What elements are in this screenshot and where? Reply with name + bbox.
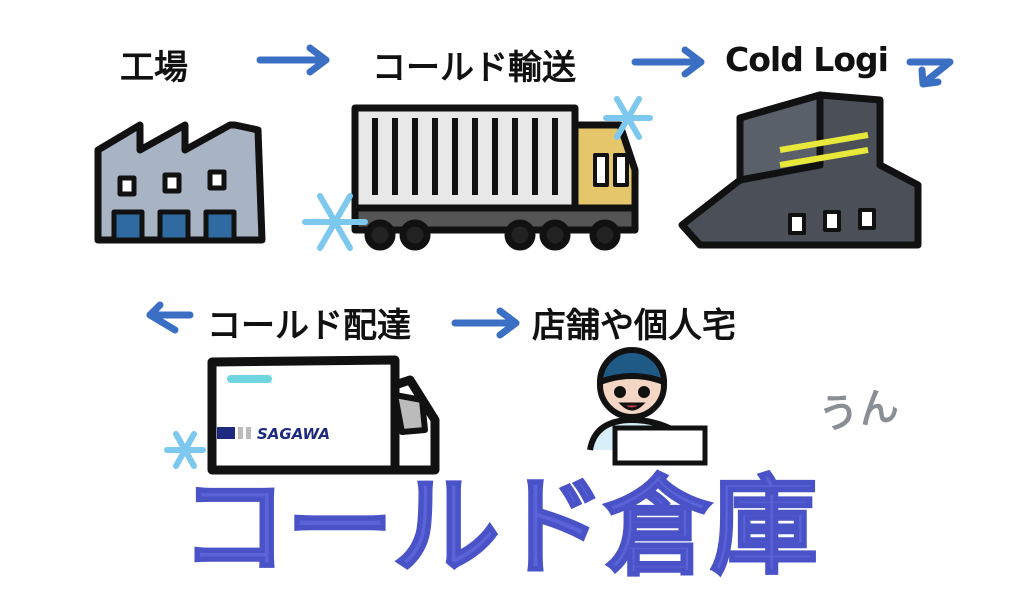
step-factory-label: 工場 [120,48,188,88]
snowflake-icon [164,431,206,469]
arrow-icon [451,307,520,339]
arrow-icon [631,46,705,78]
snowflake-icon [603,96,653,140]
factory-icon [94,121,266,244]
arrow-icon [256,44,330,76]
main-title: コールド倉庫 [179,464,819,591]
step-cold-transport-label: コールド輸送 [372,48,576,88]
truck-brand: SAGAWA [257,425,330,443]
step-cold-logi-label: Cold Logi [725,40,889,79]
step-cold-delivery-label: コールド配達 [207,306,411,346]
snowflake-icon [302,193,368,251]
person-icon [587,347,708,466]
step-destination-label: 店舗や個人宅 [532,306,736,346]
arrow-icon [906,58,954,88]
warehouse-icon [678,91,922,249]
arrow-icon [146,301,194,334]
aside-text: うん [815,382,902,440]
truck-icon [351,104,639,251]
delivery-truck-icon [207,355,440,475]
